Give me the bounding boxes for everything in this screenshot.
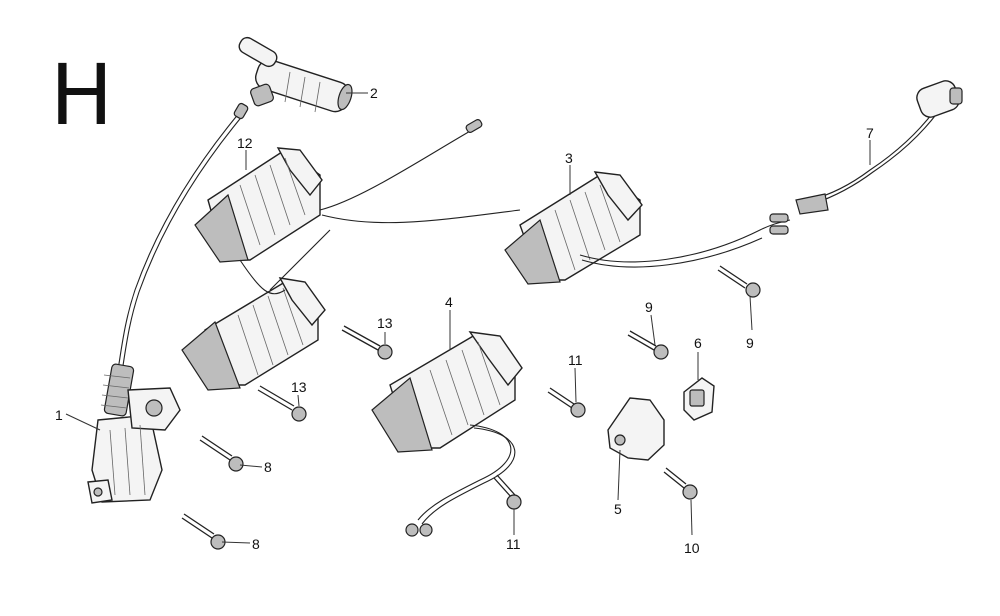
wire-harness bbox=[795, 80, 963, 215]
callout-10: 10 bbox=[684, 540, 700, 556]
bolt-8-lower bbox=[181, 513, 226, 550]
bolt-11-bottom bbox=[493, 474, 522, 510]
bolt-9-middle bbox=[627, 330, 669, 360]
charge-coil bbox=[504, 171, 791, 285]
callout-12: 12 bbox=[237, 135, 253, 151]
callout-8b: 8 bbox=[252, 536, 260, 552]
callout-6: 6 bbox=[694, 335, 702, 351]
callout-9b: 9 bbox=[746, 335, 754, 351]
callout-1: 1 bbox=[55, 407, 63, 423]
leader-lines bbox=[65, 92, 871, 544]
callout-13b: 13 bbox=[291, 379, 307, 395]
section-letter: H bbox=[50, 46, 113, 144]
callout-11b: 11 bbox=[506, 536, 521, 552]
callout-9a: 9 bbox=[645, 299, 653, 315]
callout-11a: 11 bbox=[568, 352, 583, 368]
exciter-coil-upper bbox=[194, 119, 521, 263]
bolt-11-left bbox=[547, 387, 586, 418]
callout-4: 4 bbox=[445, 294, 453, 310]
callout-2: 2 bbox=[370, 85, 378, 101]
bolt-10 bbox=[663, 467, 698, 500]
callout-3: 3 bbox=[565, 150, 573, 166]
callout-5: 5 bbox=[614, 501, 622, 517]
callout-13a: 13 bbox=[377, 315, 393, 331]
bracket bbox=[607, 397, 665, 461]
callout-labels: 1 2 3 4 5 6 7 8 8 9 9 10 11 11 12 13 13 bbox=[55, 85, 874, 556]
spark-plug-cap bbox=[238, 36, 353, 113]
lighting-coil bbox=[371, 331, 523, 537]
callout-7: 7 bbox=[866, 125, 874, 141]
clip bbox=[683, 377, 715, 421]
callout-8a: 8 bbox=[264, 459, 272, 475]
exciter-coil-lower bbox=[181, 229, 331, 391]
bolt-9-right bbox=[717, 265, 761, 298]
bolt-13-upper bbox=[341, 325, 393, 360]
bolt-13-lower bbox=[257, 385, 307, 422]
ignition-coil bbox=[87, 102, 249, 504]
bolt-8-upper bbox=[199, 435, 244, 472]
